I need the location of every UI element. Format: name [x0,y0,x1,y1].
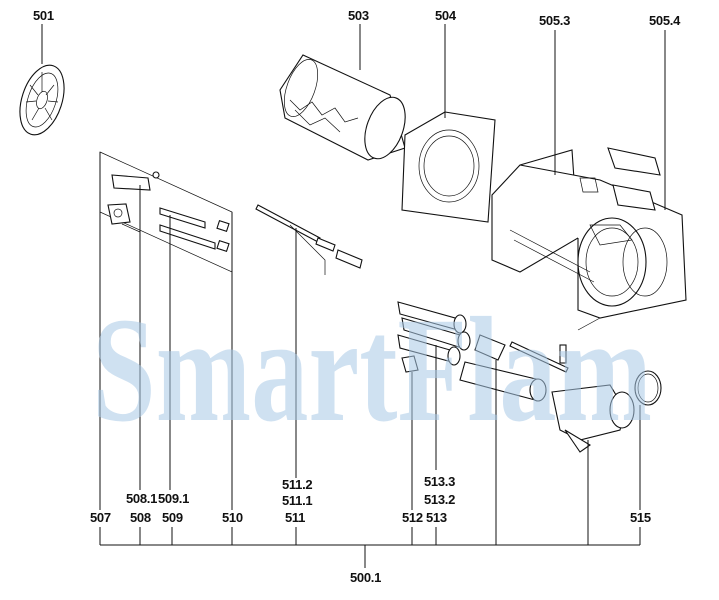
label-508-1: 508.1 [126,491,157,506]
part-501-disc [19,64,65,136]
label-511-2: 511.2 [282,477,312,492]
label-507: 507 [90,510,111,525]
label-510: 510 [222,510,243,525]
part-505-housing [491,147,687,331]
part-513-sleeves [459,334,569,402]
label-511: 511 [285,510,305,525]
part-513-cartridges [397,301,471,373]
label-505-3: 505.3 [539,13,570,28]
label-513-3: 513.3 [424,474,455,489]
label-501: 501 [33,8,54,23]
label-512: 512 [402,510,423,525]
leader-lines [41,24,666,568]
label-513-2: 513.2 [424,492,455,507]
label-508: 508 [130,510,151,525]
label-509: 509 [162,510,183,525]
part-503-cylinder [279,54,406,161]
part-labels: 501 503 504 505.3 505.4 507 508.1 508 50… [33,8,681,585]
label-500-1: 500.1 [350,570,381,585]
watermark-text: SmartFlam [92,287,652,453]
label-504: 504 [435,8,457,23]
label-505-4: 505.4 [649,13,681,28]
part-511-rod [255,204,363,275]
label-509-1: 509.1 [158,491,189,506]
part-504-gasket [401,111,496,223]
part-515-elbow [551,370,662,453]
label-515: 515 [630,510,651,525]
part-509-electrodes [159,207,230,253]
label-503: 503 [348,8,369,23]
label-511-1: 511.1 [282,493,312,508]
label-513: 513 [426,510,447,525]
